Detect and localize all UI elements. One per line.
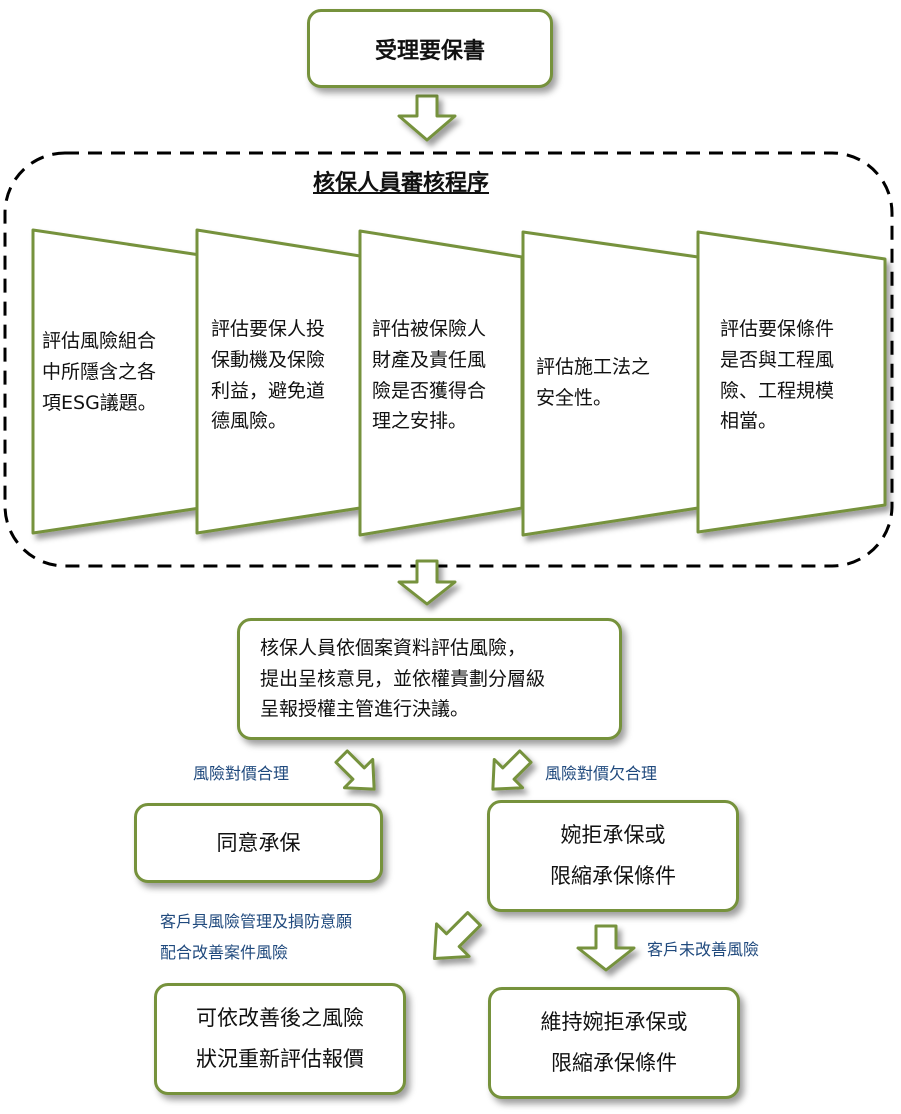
arrow-down-icon (397, 559, 457, 606)
decline-label: 婉拒承保或 限縮承保條件 (550, 823, 676, 888)
followup-left-label: 客戶具風險管理及損防意願 配合改善案件風險 (160, 912, 353, 963)
maintain-label: 維持婉拒承保或 限縮承保條件 (540, 1010, 688, 1075)
review-group-border (3, 151, 894, 568)
branch-right-label: 風險對價欠合理 (545, 764, 658, 783)
review-step-4: 評估施工法之 安全性。 (536, 356, 651, 409)
arrow-down-icon (576, 924, 636, 972)
assessment-box: 核保人員依個案資料評估風險， 提出呈核意見，並依權責劃分層級 呈報授權主管進行決… (237, 618, 622, 740)
reassess-label: 可依改善後之風險 狀況重新評估報價 (196, 1006, 364, 1071)
start-box: 受理要保書 (307, 9, 553, 88)
review-step-panel-5 (696, 230, 887, 534)
maintain-box: 維持婉拒承保或 限縮承保條件 (488, 987, 740, 1099)
arrow-down-left-icon (432, 911, 482, 961)
accept-box: 同意承保 (134, 803, 383, 883)
review-step-5: 評估要保條件 是否與工程風 險、工程規模 相當。 (720, 318, 835, 433)
start-label: 受理要保書 (374, 38, 485, 64)
review-step-1: 評估風險組合 中所隱含之各 項ESG議題。 (42, 330, 157, 414)
branch-left-label: 風險對價合理 (193, 764, 290, 783)
arrow-down-right-icon (334, 749, 376, 791)
accept-label: 同意承保 (216, 830, 301, 855)
reassess-box: 可依改善後之風險 狀況重新評估報價 (154, 983, 406, 1095)
review-step-3: 評估被保險人 財產及責任風 險是否獲得合 理之安排。 (372, 318, 487, 433)
review-step-2: 評估要保人投 保動機及保險 利益，避免道 德風險。 (211, 318, 326, 433)
decline-box: 婉拒承保或 限縮承保條件 (487, 800, 739, 912)
review-title: 核保人員審核程序 (313, 171, 490, 196)
arrow-down-left-icon (491, 749, 533, 791)
followup-right-label: 客戶未改善風險 (647, 940, 760, 959)
assessment-label: 核保人員依個案資料評估風險， 提出呈核意見，並依權責劃分層級 呈報授權主管進行決… (260, 636, 546, 721)
arrow-down-icon (397, 94, 457, 142)
